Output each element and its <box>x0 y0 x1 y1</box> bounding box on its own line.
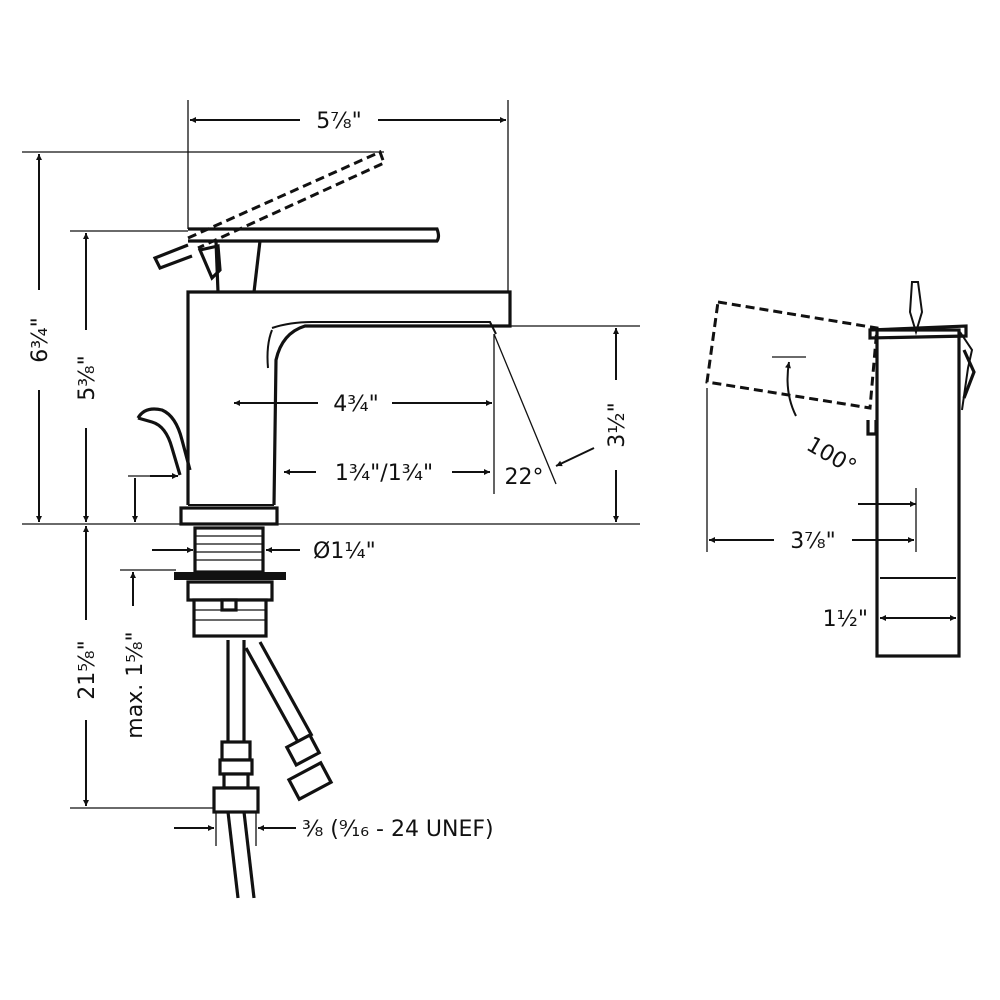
dim-drain-offset <box>128 473 178 522</box>
dim-spray-angle: 22° <box>493 333 595 490</box>
dim-below-deck: 21⁵⁄₈" <box>70 526 214 809</box>
mount-assembly <box>174 506 286 638</box>
dim-spout-height: 3¹⁄₂" <box>498 325 640 522</box>
spray-angle-label: 22° <box>505 465 544 490</box>
drain-rod <box>136 407 192 476</box>
spout-height-label: 3¹⁄₂" <box>605 402 630 447</box>
side-handle-top <box>868 324 968 340</box>
handle-lever-raised <box>187 149 386 250</box>
overall-height-label: 6³⁄₄" <box>28 317 53 362</box>
body-depth-label: 1¹⁄₂" <box>823 607 868 632</box>
supply-hoses <box>212 640 334 899</box>
handle-height-label: 5³⁄₈" <box>75 355 100 400</box>
dim-handle-rotation: 100° <box>772 356 917 552</box>
handle-rotation-label: 100° <box>802 432 860 480</box>
faucet-body <box>186 290 512 506</box>
dim-overall-height: 6³⁄₄" <box>22 151 384 522</box>
dim-spout-reach: 4³⁄₄" <box>234 334 495 494</box>
dim-connection: ³⁄₈ (⁹⁄₁₆ - 24 UNEF) <box>174 812 494 846</box>
side-handle-raised <box>705 300 879 410</box>
deck-thickness-label: 1³⁄₄"/1³⁄₄" <box>335 461 433 486</box>
connection-label: ³⁄₈ (⁹⁄₁₆ - 24 UNEF) <box>302 817 494 842</box>
dim-deck-thickness: 1³⁄₄"/1³⁄₄" <box>284 461 490 486</box>
dim-handle-clearance: 3⁷⁄₈" <box>706 388 914 554</box>
spout-reach-label: 4³⁄₄" <box>333 392 378 417</box>
dim-handle-height: 5³⁄₈" <box>70 230 188 522</box>
side-body <box>875 328 961 658</box>
handle-clearance-label: 3⁷⁄₈" <box>790 529 835 554</box>
side-view: 100° 3⁷⁄₈" 1¹⁄₂" <box>705 281 976 658</box>
dim-max-deck: max. 1⁵⁄₈" <box>120 569 176 739</box>
mount-diameter-label: Ø1¹⁄₄" <box>313 539 376 564</box>
max-deck-label: max. 1⁵⁄₈" <box>123 631 148 738</box>
dim-body-depth: 1¹⁄₂" <box>823 607 956 632</box>
overall-width-label: 5⁷⁄₈" <box>316 109 361 134</box>
dim-overall-width: 5⁷⁄₈" <box>187 100 509 292</box>
below-deck-label: 21⁵⁄₈" <box>75 640 100 699</box>
dim-mount-diameter: Ø1¹⁄₄" <box>152 539 376 564</box>
front-view: 5⁷⁄₈" 6³⁄₄" 5³⁄₈" 4³⁄₄" 1³⁄₄"/1³⁄₄" <box>22 100 640 899</box>
handle-lever <box>152 227 441 293</box>
